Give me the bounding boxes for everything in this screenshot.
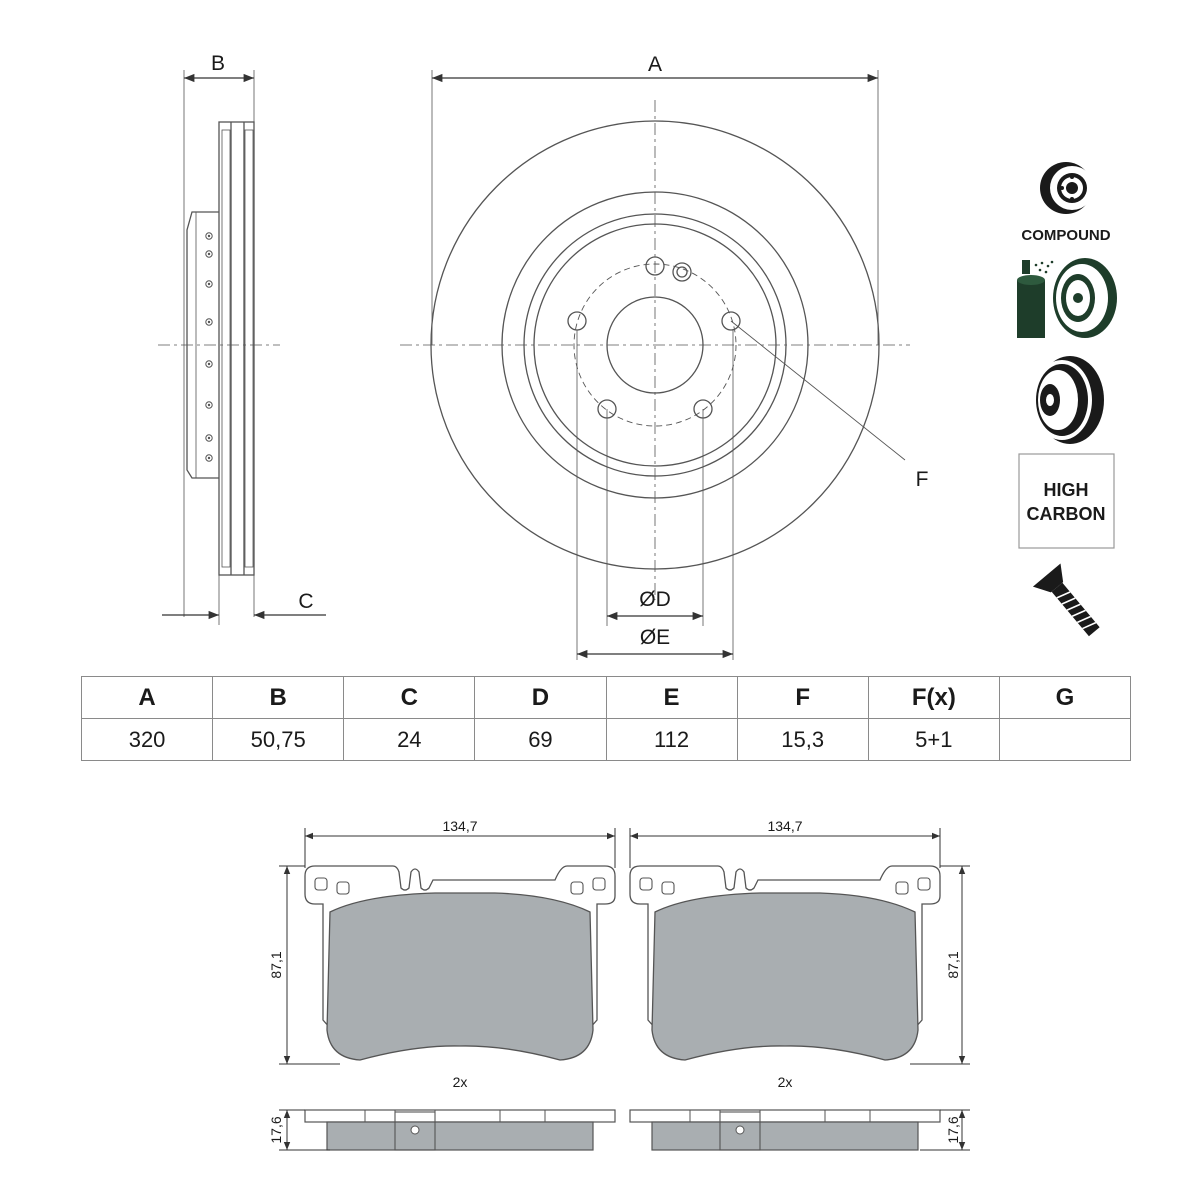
pad-height-left: 87,1 [268,951,284,978]
vented-disc-icon [1032,356,1104,444]
high-carbon-line1: HIGH [1044,480,1089,500]
header-g: G [998,676,1132,719]
screw-icon [1032,563,1100,637]
hub-hole-center [207,403,211,407]
hub-hole [205,434,213,442]
pad-mount-eye [570,881,584,895]
disc-side-view [158,70,326,625]
pad-side-friction [326,1121,594,1151]
disc-front-view [400,70,910,660]
pad-wear-clip [394,1111,436,1151]
pad-mount-eye [336,881,350,895]
pad-friction-material [326,892,594,1061]
pad-width-left: 134,7 [442,818,477,834]
compound-disc-icon [1040,162,1094,214]
header-a: A [80,676,214,719]
hub-hole-center [207,456,211,460]
compound-label: COMPOUND [1021,227,1110,244]
dimension-f-label: F [916,468,929,491]
spec-table-header-row: A B C D E F F(x) G [80,676,1132,719]
hub-hole [205,360,213,368]
spec-table: A B C D E F F(x) G 320 50,75 24 69 112 1… [80,676,1132,761]
pad-side-plate [629,1109,941,1123]
high-carbon-badge [1018,453,1115,549]
hub-hole [205,280,213,288]
header-d: D [474,676,607,719]
dimension-a-label: A [648,53,662,76]
pad-wear-pin [735,1125,745,1135]
hub-hole-center [207,252,211,256]
hub-hole-center [207,282,211,286]
coated-disc-icon [1017,258,1117,338]
hub-hole [205,401,213,409]
pad-side-friction [651,1121,919,1151]
pad-qty-left: 2x [453,1074,468,1090]
hub-hole-center [207,436,211,440]
hub-hole [205,454,213,462]
header-f: F [736,676,869,719]
header-e: E [605,676,738,719]
hub-hole [205,318,213,326]
disc-side-holes [205,232,213,462]
pad-width-right: 134,7 [767,818,802,834]
hub-hole [205,232,213,240]
pad-mount-eye [895,881,909,895]
value-a: 320 [80,718,214,761]
pad-mount-eye [314,877,328,891]
hub-hole-center [207,362,211,366]
header-c: C [343,676,476,719]
pad-mount-eye [592,877,606,891]
pad-dimension-lines [279,828,970,1151]
value-g [998,718,1132,761]
hub-hole-center [207,234,211,238]
value-b: 50,75 [212,718,345,761]
header-b: B [212,676,345,719]
brake-pad-left [304,865,616,1061]
dimension-c-label: C [298,590,313,613]
pad-wear-pin [410,1125,420,1135]
brake-pad-side-right [629,1109,941,1151]
value-fx: 5+1 [867,718,1000,761]
value-d: 69 [474,718,607,761]
pad-mount-eye [661,881,675,895]
high-carbon-line2: CARBON [1027,504,1106,524]
pad-mount-eye [917,877,931,891]
pad-thickness-left: 17,6 [268,1116,284,1143]
pad-thickness-right: 17,6 [945,1116,961,1143]
pad-qty-right: 2x [778,1074,793,1090]
pad-wear-clip [719,1111,761,1151]
pad-friction-material [651,892,919,1061]
brake-pad-right [629,865,941,1061]
brake-pad-side-left [304,1109,616,1151]
header-fx: F(x) [867,676,1000,719]
value-e: 112 [605,718,738,761]
spec-table-value-row: 320 50,75 24 69 112 15,3 5+1 [80,718,1132,761]
dimension-b-label: B [211,52,225,75]
dimension-d-label: ØD [639,588,671,611]
dimension-e-label: ØE [640,626,670,649]
pad-side-plate [304,1109,616,1123]
pad-height-right: 87,1 [945,951,961,978]
value-c: 24 [343,718,476,761]
hub-hole [205,250,213,258]
value-f: 15,3 [736,718,869,761]
hub-hole-center [207,320,211,324]
pad-mount-eye [639,877,653,891]
